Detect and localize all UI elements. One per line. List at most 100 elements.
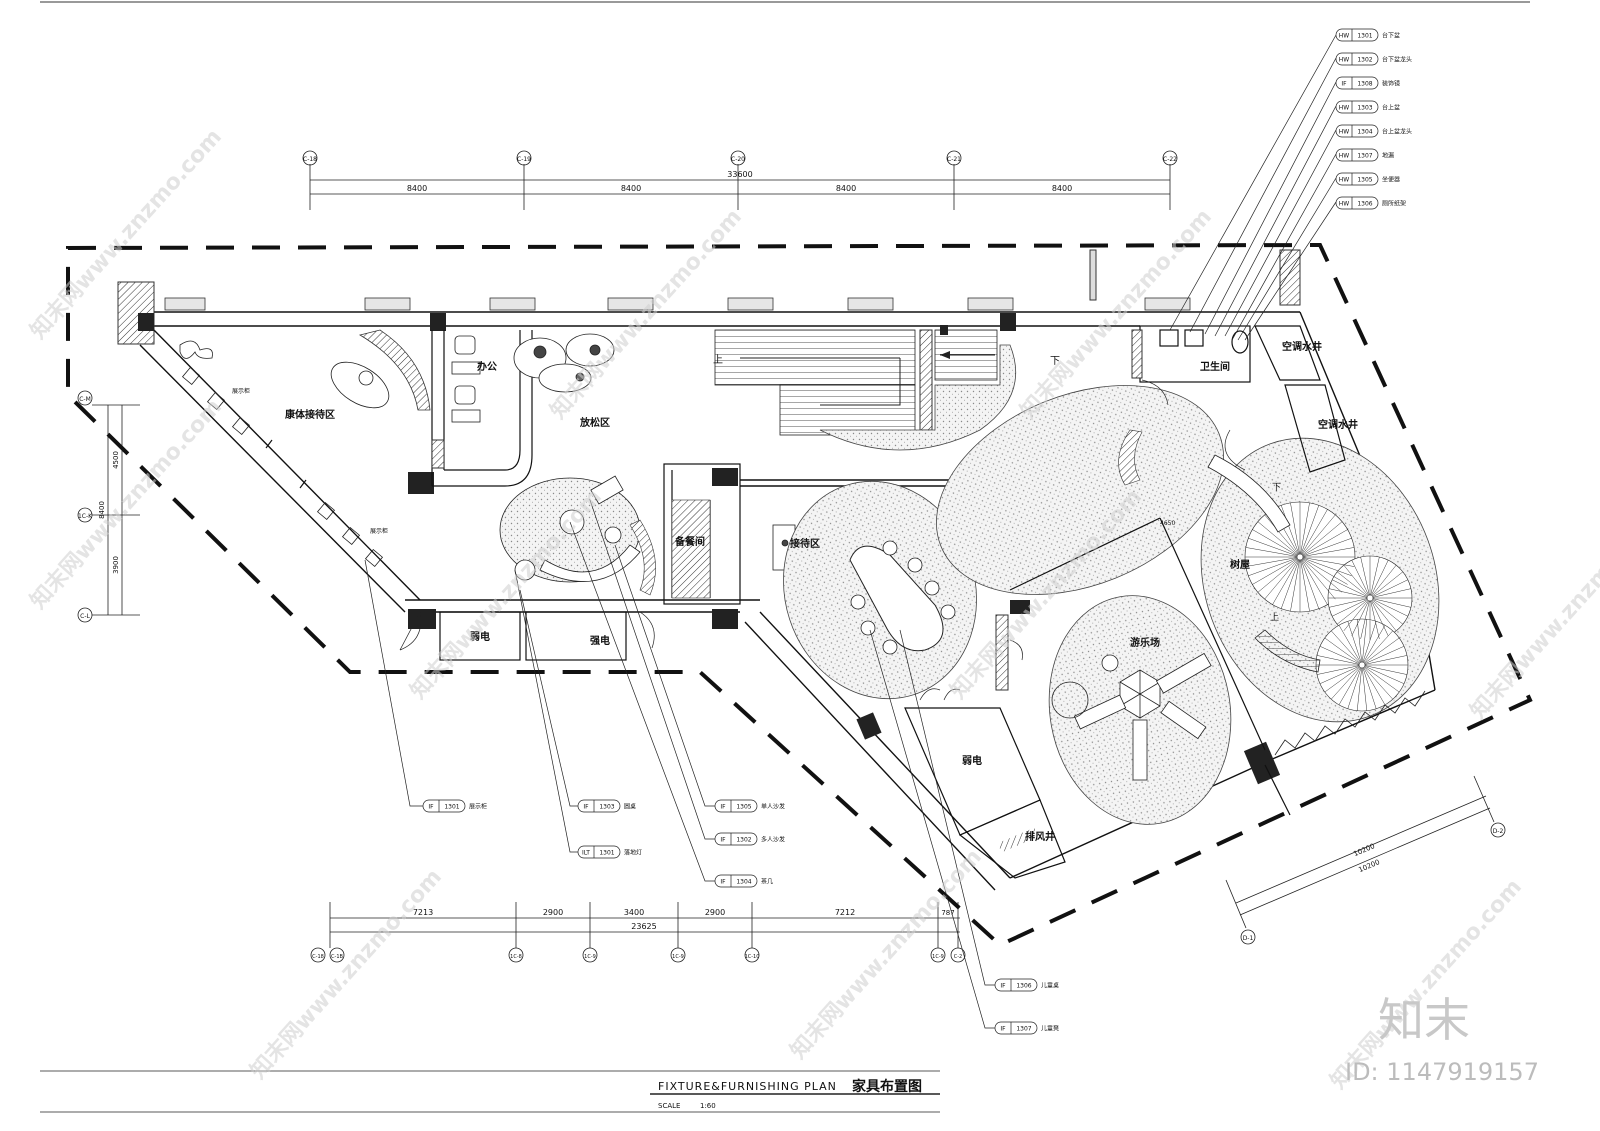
tag-description: 茶几 [761, 878, 773, 886]
platform-spoke [1299, 502, 1310, 558]
platform-spoke [1299, 547, 1355, 558]
platform-spoke [1257, 521, 1301, 558]
tag-number: 1308 [1357, 81, 1372, 88]
left-axis-1: C-M [79, 396, 91, 403]
bottom-dim-seg-1: 7213 [413, 908, 433, 917]
platform-spoke [1369, 588, 1412, 599]
platform-spoke [1361, 630, 1393, 666]
tag-code: IF [720, 837, 726, 844]
platform-spoke [1331, 630, 1363, 666]
platform-spoke [1361, 625, 1386, 666]
tag-number: 1305 [736, 804, 751, 811]
top-dim-seg-3: 8400 [836, 184, 856, 193]
pantry-column [712, 468, 738, 486]
scale-label: SCALE [658, 1102, 680, 1110]
label-display-top: 展示柜 [232, 387, 250, 395]
platform-spoke [1319, 646, 1363, 666]
right-axis-1: D-1 [1243, 935, 1254, 942]
tag-description: 厕所纸架 [1382, 200, 1406, 208]
room-ac-shaft-2: 空调水井 [1318, 418, 1358, 431]
tag-frame [1335, 124, 1379, 138]
platform-spoke [1299, 556, 1310, 612]
tag-number: 1301 [599, 850, 614, 857]
platform-spoke [1369, 560, 1389, 599]
tag-code: HW [1339, 105, 1350, 112]
if-tag-leaders [364, 499, 995, 1029]
structural-columns [138, 313, 1281, 785]
platform-spoke [1361, 646, 1405, 666]
right-dimension-chain [1225, 775, 1506, 945]
tag-code: HW [1339, 153, 1350, 160]
glass-door-marks [265, 439, 307, 489]
tag-code: HW [1339, 57, 1350, 64]
platform-spoke [1338, 664, 1363, 705]
platform-spoke [1299, 505, 1320, 558]
lounge-sofa-group [499, 475, 641, 583]
platform-spoke [1360, 556, 1371, 599]
watermark-text: 知末网www.znzmo.com [545, 204, 747, 424]
watermark-id: ID: 1147919157 [1345, 1058, 1539, 1086]
tag-description: 落地灯 [624, 849, 642, 857]
platform-spoke [1351, 597, 1371, 636]
tag-number: 1307 [1016, 1026, 1031, 1033]
curved-feature-wall [358, 329, 431, 411]
tag-frame [1335, 76, 1379, 90]
platform-spoke [1245, 556, 1301, 567]
platform-spoke [1356, 619, 1363, 666]
project-boundary [66, 242, 1533, 948]
tag-code: ILT [582, 850, 590, 857]
platform-spoke [1280, 556, 1301, 609]
tag-code: HW [1339, 201, 1350, 208]
top-axis-1: C-18 [303, 156, 317, 163]
curved-ramp [1207, 454, 1291, 533]
platform-spoke [1356, 664, 1363, 711]
platform-spoke [1343, 597, 1371, 631]
right-axis-2: D-2 [1493, 828, 1504, 835]
bottom-axis-6: 1C-10 [745, 954, 760, 960]
playground-structure [1051, 652, 1212, 781]
label-stair-down: 下 [1050, 356, 1060, 367]
tag-code: IF [1341, 81, 1347, 88]
platform-spoke [1369, 565, 1397, 599]
right-column-hatch [1279, 249, 1301, 306]
platform-spoke [1299, 514, 1336, 558]
right-dim-seg-2: 10200 [1357, 858, 1381, 874]
zigzag-railing [1274, 690, 1426, 756]
relax-area-seating [513, 333, 615, 393]
tag-frame [1335, 100, 1379, 114]
play-zone-floor [936, 385, 1224, 595]
platform-spoke [1361, 619, 1368, 666]
treehouse-spokes [1245, 502, 1412, 711]
stair-landing-dots [819, 344, 1017, 451]
platform-spoke [1299, 556, 1343, 593]
top-dim-total: 33600 [727, 170, 752, 179]
platform-spoke [1257, 556, 1301, 593]
platform-spoke [1360, 597, 1371, 640]
office-chairs [451, 335, 481, 423]
left-dim-seg-2: 3900 [112, 556, 120, 574]
platform-spoke [1299, 556, 1355, 567]
top-axis-3: C-20 [731, 156, 745, 163]
room-toilet: 卫生间 [1200, 360, 1230, 373]
left-dim-total: 8400 [98, 501, 106, 519]
tag-code: IF [720, 804, 726, 811]
tag-frame [1335, 28, 1379, 42]
platform-spoke [1369, 597, 1389, 636]
platform-spoke [1347, 621, 1363, 666]
platform-spoke [1299, 556, 1320, 609]
platform-spoke [1252, 556, 1301, 585]
room-strong-elec: 强电 [590, 634, 610, 647]
label-display-bottom: 展示柜 [370, 527, 388, 535]
room-exhaust: 排风井 [1025, 830, 1055, 843]
tag-frame [422, 799, 466, 813]
platform-spoke [1369, 571, 1403, 599]
platform-spoke [1332, 579, 1371, 599]
bottom-axis-1: C-18 [312, 954, 324, 960]
platform-spoke [1299, 537, 1352, 558]
top-axis-2: C-19 [517, 156, 531, 163]
